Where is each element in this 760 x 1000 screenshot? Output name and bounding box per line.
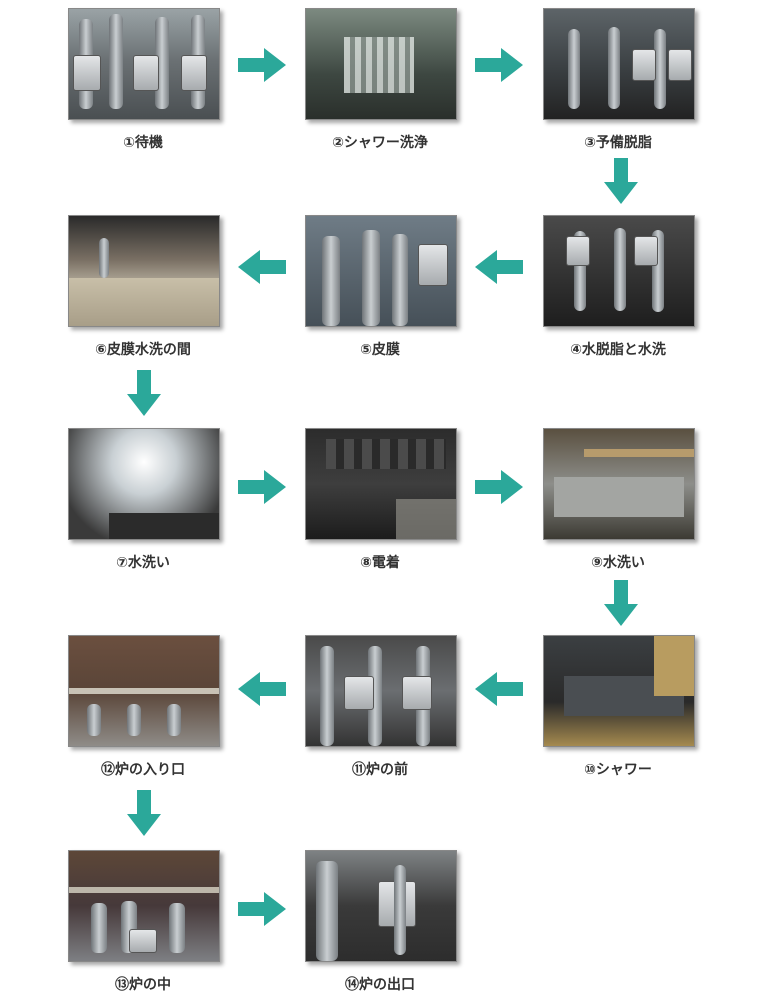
step-photo (68, 215, 220, 327)
arrow-icon (475, 48, 523, 82)
step-photo (68, 850, 220, 962)
step-photo (543, 215, 695, 327)
arrow-icon (238, 48, 286, 82)
step-label: ③予備脱脂 (543, 132, 693, 152)
arrow-icon (127, 370, 161, 416)
step-photo (543, 428, 695, 540)
arrow-icon (475, 672, 523, 706)
process-step-3: ③予備脱脂 (543, 8, 693, 120)
step-label: ②シャワー洗浄 (305, 132, 455, 152)
process-step-12: ⑫炉の入り口 (68, 635, 218, 747)
arrow-icon (604, 580, 638, 626)
step-label: ⑨水洗い (543, 552, 693, 572)
process-step-2: ②シャワー洗浄 (305, 8, 455, 120)
step-label: ⑩シャワー (543, 759, 693, 779)
process-step-5: ⑤皮膜 (305, 215, 455, 327)
step-label: ⑫炉の入り口 (68, 759, 218, 779)
step-photo (305, 850, 457, 962)
process-step-8: ⑧電着 (305, 428, 455, 540)
arrow-icon (238, 672, 286, 706)
arrow-icon (604, 158, 638, 204)
process-step-11: ⑪炉の前 (305, 635, 455, 747)
step-photo (543, 635, 695, 747)
process-step-4: ④水脱脂と水洗 (543, 215, 693, 327)
step-photo (543, 8, 695, 120)
step-photo (305, 8, 457, 120)
arrow-icon (475, 250, 523, 284)
step-label: ⑪炉の前 (305, 759, 455, 779)
step-label: ⑥皮膜水洗の間 (68, 339, 218, 359)
step-label: ⑧電着 (305, 552, 455, 572)
step-label: ⑤皮膜 (305, 339, 455, 359)
process-step-6: ⑥皮膜水洗の間 (68, 215, 218, 327)
arrow-icon (475, 470, 523, 504)
step-label: ①待機 (68, 132, 218, 152)
process-step-10: ⑩シャワー (543, 635, 693, 747)
step-photo (305, 635, 457, 747)
process-step-9: ⑨水洗い (543, 428, 693, 540)
step-label: ⑭炉の出口 (305, 974, 455, 994)
arrow-icon (238, 470, 286, 504)
step-label: ⑬炉の中 (68, 974, 218, 994)
arrow-icon (238, 250, 286, 284)
process-step-13: ⑬炉の中 (68, 850, 218, 962)
step-photo (305, 215, 457, 327)
process-step-1: ①待機 (68, 8, 218, 120)
step-photo (68, 635, 220, 747)
process-step-14: ⑭炉の出口 (305, 850, 455, 962)
step-photo (305, 428, 457, 540)
process-step-7: ⑦水洗い (68, 428, 218, 540)
step-photo (68, 8, 220, 120)
arrow-icon (127, 790, 161, 836)
step-label: ④水脱脂と水洗 (543, 339, 693, 359)
step-label: ⑦水洗い (68, 552, 218, 572)
step-photo (68, 428, 220, 540)
arrow-icon (238, 892, 286, 926)
